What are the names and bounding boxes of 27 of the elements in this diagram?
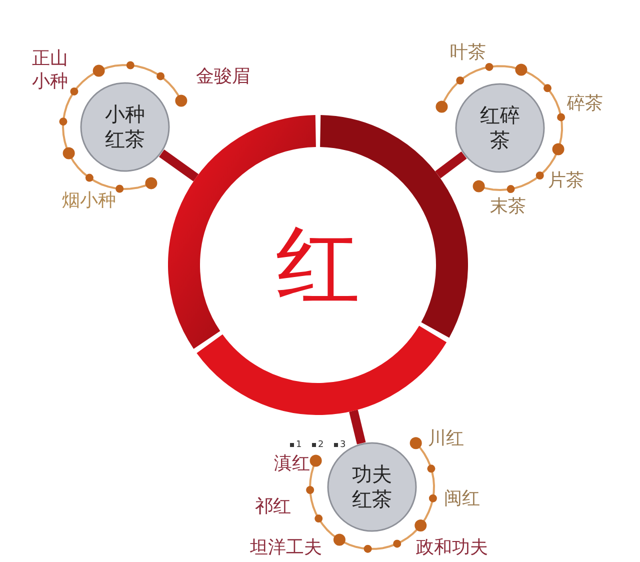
connector-bar [435, 151, 467, 178]
node-label: 红碎茶 [479, 103, 521, 153]
number-label: 2 [318, 441, 324, 450]
tea-variety-label: 叶茶 [450, 42, 486, 64]
node-label: 功夫红茶 [351, 462, 393, 512]
tea-variety-label: 滇红 [274, 453, 310, 476]
tea-variety-label: 碎茶 [567, 93, 603, 116]
connector-bar [349, 410, 366, 444]
ring-node [168, 115, 468, 415]
category-circle [327, 442, 417, 532]
category-circle [455, 83, 545, 173]
tea-variety-label: 片茶 [548, 170, 584, 192]
tea-variety-label: 正山小种 [32, 48, 69, 93]
tea-variety-label: 祁红 [255, 496, 291, 518]
node-label: 小种红茶 [104, 102, 146, 152]
tea-variety-label: 金骏眉 [196, 66, 250, 88]
number-label: 3 [340, 441, 346, 450]
tea-variety-label: 烟小种 [62, 190, 116, 212]
tea-variety-label: 末茶 [490, 196, 526, 218]
tea-variety-label: 川红 [428, 428, 464, 450]
tea-variety-label: 坦洋工夫 [250, 537, 322, 560]
tea-variety-label: 政和功夫 [416, 537, 488, 560]
number-label: 1 [296, 441, 302, 450]
connector-bar [159, 150, 199, 182]
center-character: 红 [276, 223, 360, 307]
category-circle [80, 82, 170, 172]
tea-variety-label: 闽红 [444, 488, 480, 510]
